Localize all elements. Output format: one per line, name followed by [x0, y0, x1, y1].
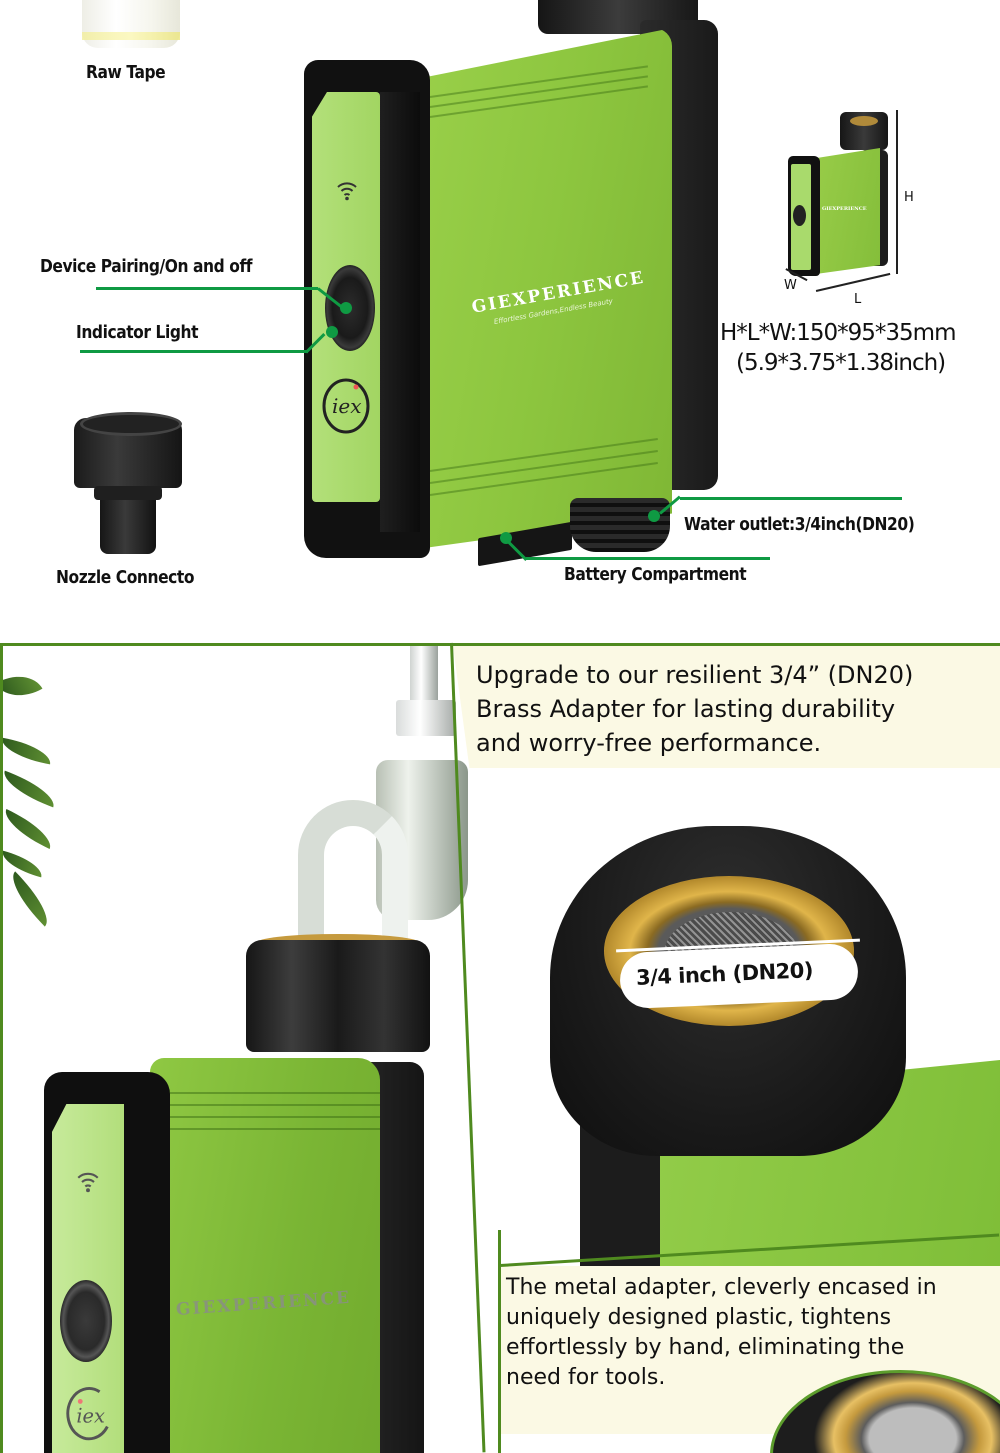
- device-body: [150, 1058, 380, 1453]
- section-border-left: [0, 643, 3, 1453]
- mini-power-button: [793, 205, 806, 226]
- headline-text: Upgrade to our resilient 3/4” (DN20) Bra…: [476, 661, 914, 757]
- mini-brand-name: GIEXPERIENCE: [822, 206, 867, 212]
- length-label: L: [854, 292, 862, 307]
- dimensions-metric: H*L*W:150*95*35mm: [720, 320, 956, 346]
- water-outlet-callout-dot: [648, 510, 660, 522]
- body-groove: [170, 1104, 380, 1106]
- water-outlet-label: Water outlet:3/4inch(DN20): [684, 514, 915, 535]
- wifi-icon: [337, 182, 357, 201]
- faucet-spout: [298, 800, 408, 950]
- water-outlet-thread: [570, 498, 670, 552]
- raw-tape-image: [82, 0, 180, 48]
- nozzle-connector-label: Nozzle Connecto: [56, 567, 195, 588]
- nozzle-connector-stem: [94, 486, 162, 554]
- length-dimension-line: [815, 272, 891, 292]
- device-control-face: [52, 1104, 124, 1453]
- body-groove: [170, 1092, 380, 1094]
- height-dimension-line: [896, 110, 898, 274]
- product-features-panel: Raw Tape iex GIEXPERIENCE Effortless Gar…: [0, 0, 1000, 640]
- height-label: H: [904, 190, 914, 205]
- svg-text:iex: iex: [76, 1405, 105, 1428]
- faucet-pipe: [410, 646, 438, 710]
- indicator-light-callout-dot: [326, 326, 338, 338]
- mini-device-body: [816, 148, 880, 274]
- iex-logo-icon: iex: [66, 1387, 109, 1441]
- width-label: W: [784, 278, 797, 293]
- water-outlet-callout-line: [680, 497, 902, 500]
- svg-text:iex: iex: [332, 394, 362, 418]
- panel-border: [498, 1230, 501, 1453]
- battery-compartment-label: Battery Compartment: [564, 564, 747, 585]
- section-border-top: [0, 643, 1000, 646]
- iex-logo-icon: iex: [322, 378, 370, 434]
- device-side: [380, 92, 420, 532]
- description-text: The metal adapter, cleverly encased in u…: [506, 1275, 937, 1390]
- nozzle-connector-image: [74, 412, 182, 488]
- power-button[interactable]: [60, 1280, 112, 1362]
- body-groove: [170, 1128, 380, 1130]
- wifi-icon: [77, 1172, 99, 1193]
- device-pairing-callout-dot: [340, 302, 352, 314]
- indicator-light-callout-line: [80, 350, 308, 353]
- indicator-light-label: Indicator Light: [76, 322, 199, 343]
- device-body: [410, 28, 672, 550]
- body-groove: [170, 1116, 380, 1118]
- battery-callout-line: [526, 557, 770, 560]
- adapter-cap: [246, 940, 430, 1052]
- raw-tape-label: Raw Tape: [86, 62, 166, 83]
- headline-panel: [453, 646, 1000, 768]
- device-pairing-label: Device Pairing/On and off: [40, 256, 253, 277]
- dimensions-imperial: (5.9*3.75*1.38inch): [736, 350, 946, 376]
- mini-inlet-connector: [840, 112, 888, 150]
- device-pairing-callout-line: [96, 287, 318, 290]
- faucet-ring: [396, 700, 456, 736]
